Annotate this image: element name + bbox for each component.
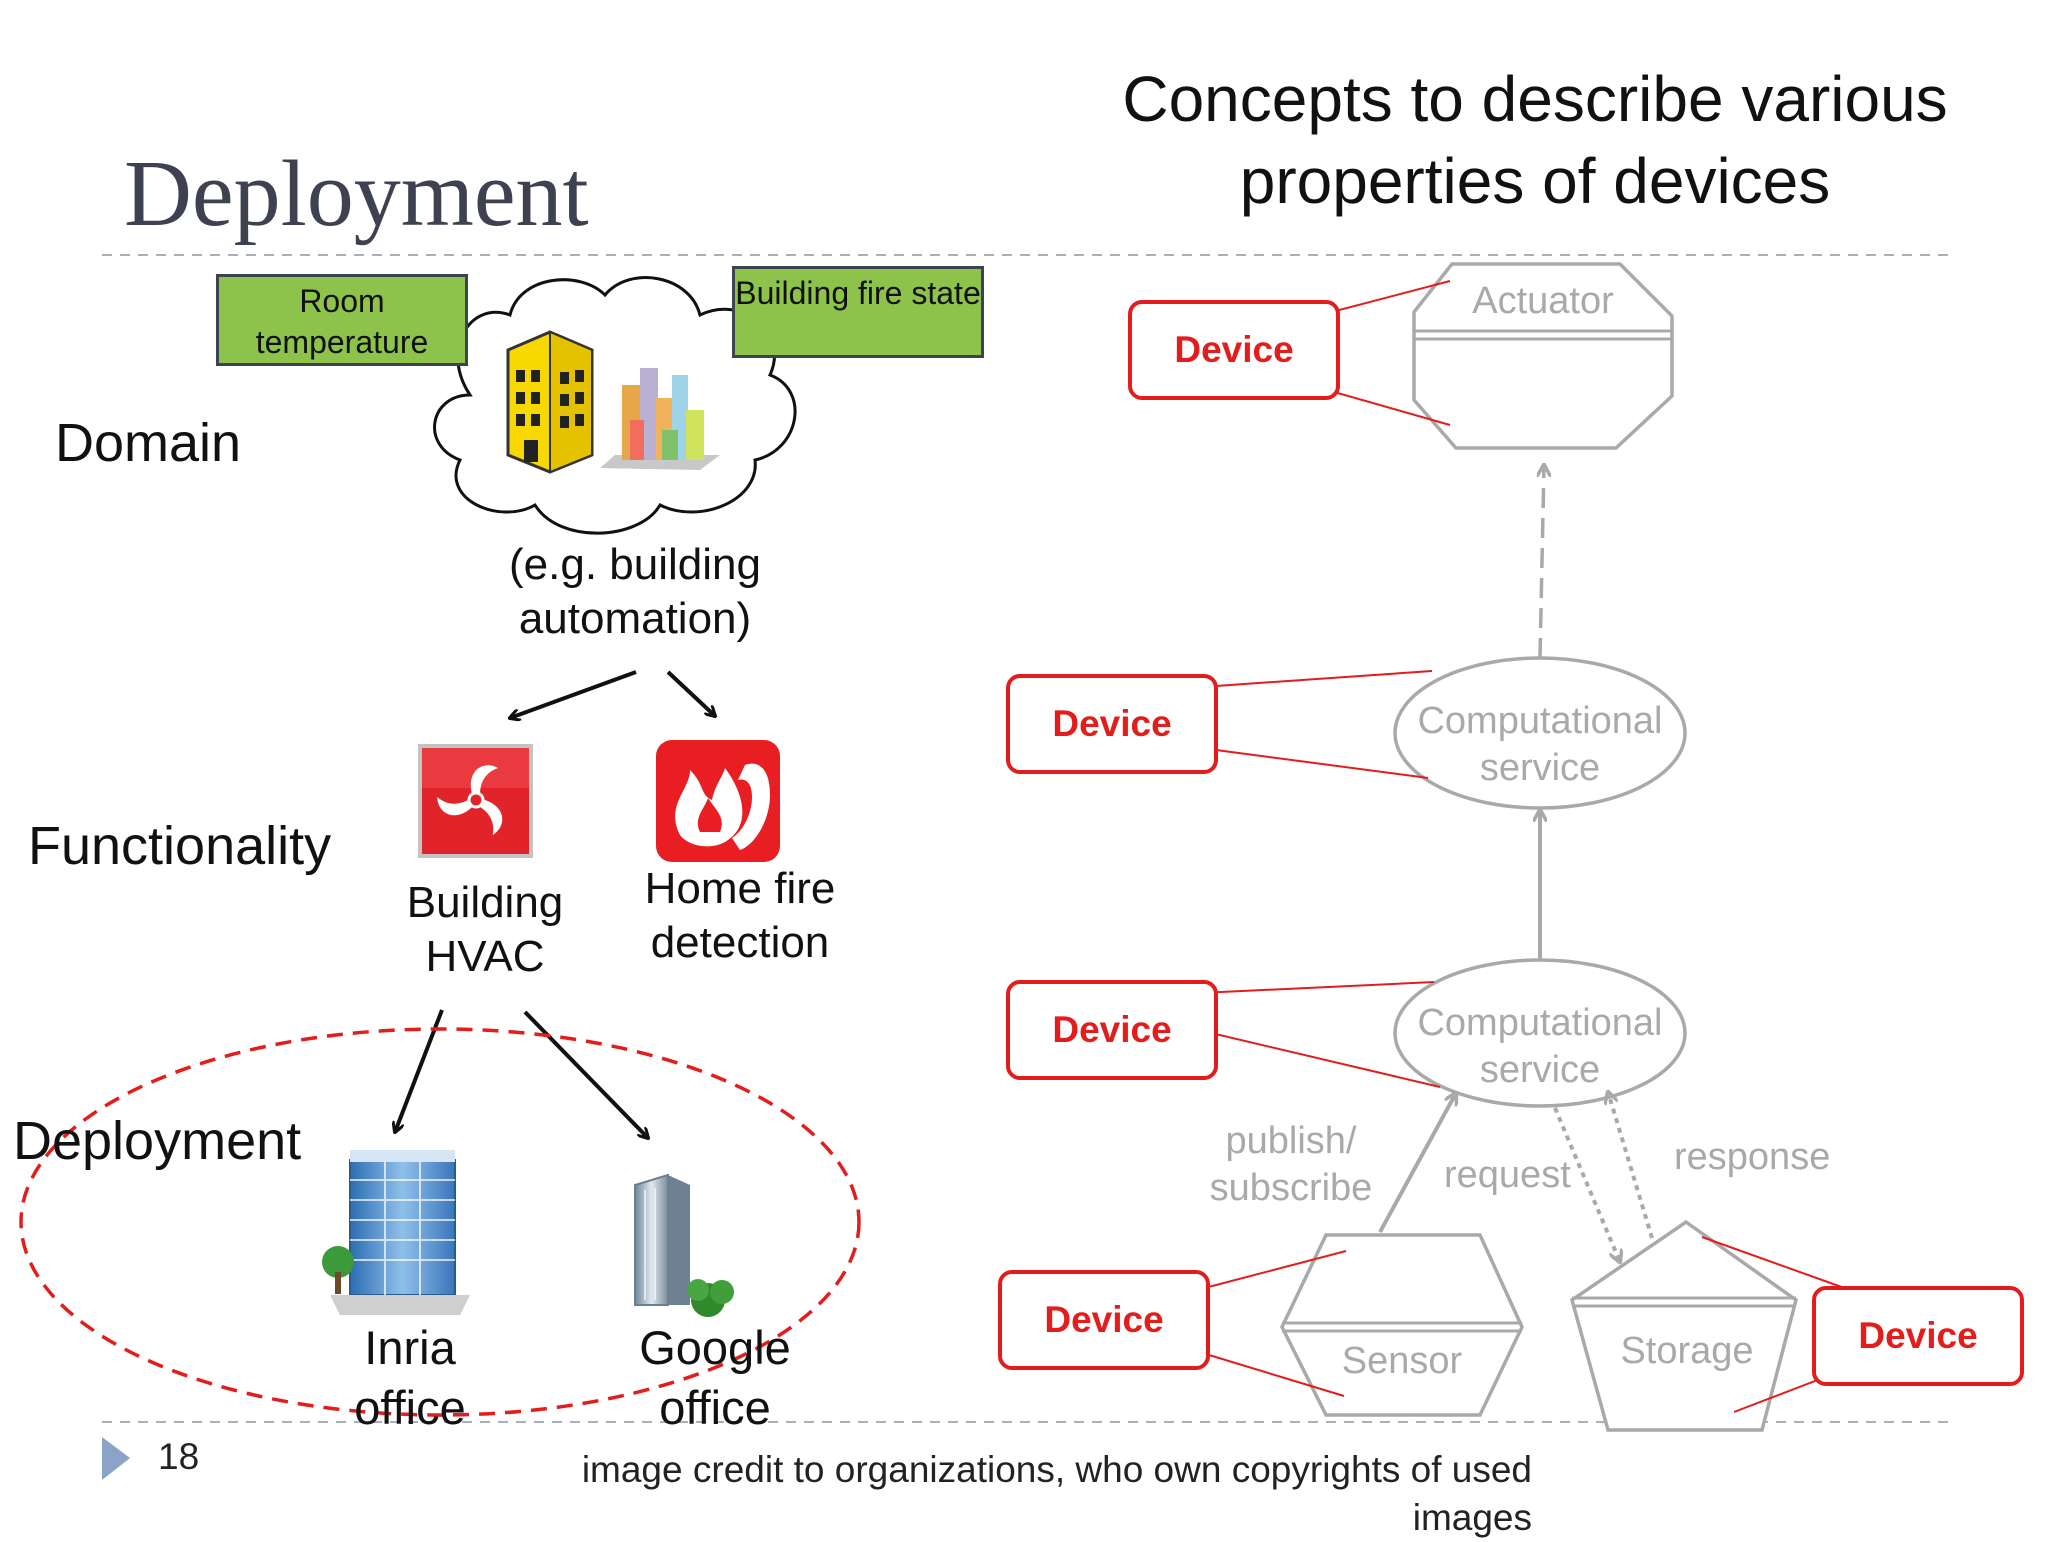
domain-label: Domain: [55, 413, 242, 473]
fire-phone-icon: [656, 740, 780, 862]
computational-service-lower-label: Computational service: [1417, 1002, 1663, 1091]
device-box-service-upper: Device: [1006, 674, 1218, 774]
slide-title: Deployment: [124, 142, 589, 246]
device-box-storage: Device: [1812, 1286, 2024, 1386]
city-icon: [600, 368, 720, 470]
device-box-service-lower: Device: [1006, 980, 1218, 1080]
room-temperature-tag: Room temperature: [216, 274, 468, 366]
computational-service-upper-label: Computational service: [1417, 700, 1663, 789]
storage-label: Storage: [1620, 1330, 1754, 1372]
sensor-label: Sensor: [1341, 1340, 1463, 1382]
functionality-label: Functionality: [28, 816, 332, 876]
inria-caption: Inria office: [354, 1321, 466, 1434]
sensor-shape: [1280, 1233, 1524, 1417]
arrow-response: [1608, 1092, 1654, 1239]
response-label: response: [1674, 1136, 1831, 1178]
image-credit: image credit to organizations, who own c…: [581, 1449, 1532, 1538]
device-box-sensor: Device: [998, 1270, 1210, 1370]
building-fire-state-tag: Building fire state: [732, 266, 984, 358]
request-label: request: [1444, 1154, 1571, 1196]
storage-shape: [1569, 1219, 1798, 1432]
actuator-label: Actuator: [1472, 280, 1614, 322]
arrow-hvac-to-google: [523, 1010, 648, 1138]
domain-caption: (e.g. building automation): [509, 540, 761, 643]
deployment-region: [19, 1027, 861, 1417]
deployment-label: Deployment: [13, 1111, 302, 1171]
arrow-sensor-to-service: [1378, 1093, 1456, 1233]
arrow-domain-to-fire: [666, 670, 715, 716]
computational-service-lower-shape: [1393, 958, 1687, 1108]
device-connectors: [1177, 280, 1879, 1413]
publish-subscribe-label: publish/ subscribe: [1209, 1120, 1373, 1209]
slide-bullet-icon: [102, 1437, 130, 1480]
yellow-building-icon: [506, 330, 594, 474]
actuator-shape: [1412, 262, 1674, 450]
arrow-domain-to-hvac: [510, 670, 637, 718]
concepts-heading: Concepts to describe various properties …: [1122, 63, 1948, 217]
arrow-service-to-actuator: [1540, 465, 1544, 659]
hvac-fan-icon: [418, 744, 533, 858]
inria-office-building-icon: [322, 1150, 470, 1315]
fire-caption: Home fire detection: [644, 864, 836, 967]
google-office-building-icon: [634, 1173, 734, 1317]
google-caption: Google office: [639, 1321, 791, 1434]
device-box-actuator: Device: [1128, 300, 1340, 400]
hvac-caption: Building HVAC: [406, 878, 564, 981]
arrow-request: [1553, 1107, 1620, 1262]
page-number: 18: [158, 1436, 200, 1477]
